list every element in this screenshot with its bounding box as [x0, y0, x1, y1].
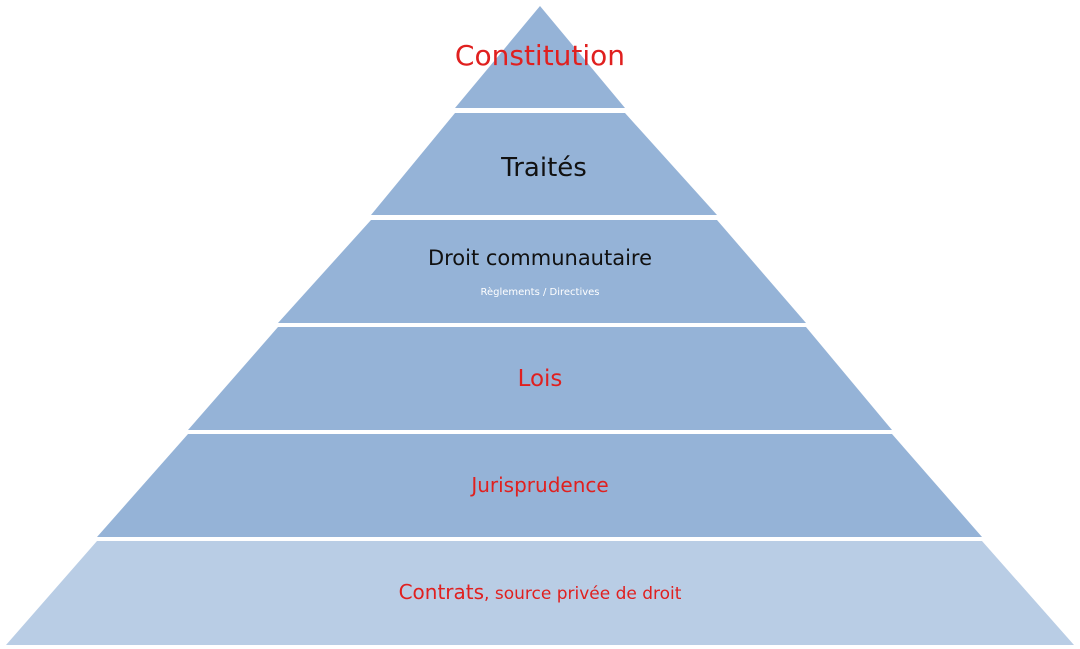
level-shape-constitution	[455, 6, 625, 108]
level-shape-droit-communautaire	[278, 220, 806, 323]
level-shape-traites	[371, 113, 717, 215]
pyramid-level-traites: Traités	[371, 113, 717, 215]
level-label-constitution: Constitution	[455, 39, 625, 72]
level-label-lois: Lois	[518, 366, 563, 392]
pyramid-level-droit-communautaire: Droit communautaire Règlements / Directi…	[278, 220, 806, 323]
level-label-droit-communautaire: Droit communautaire	[428, 246, 652, 270]
pyramid-level-lois: Lois	[188, 327, 892, 430]
level-shape-jurisprudence	[97, 434, 982, 537]
level-sublabel-reglements-directives: Règlements / Directives	[480, 286, 599, 298]
pyramid-level-constitution: Constitution	[455, 6, 625, 108]
level-shape-lois	[188, 327, 892, 430]
level-shape-contrats	[6, 541, 1074, 645]
level-label-contrats: Contrats, source privée de droit	[399, 580, 682, 604]
level-label-jurisprudence: Jurisprudence	[469, 473, 608, 497]
pyramid-level-contrats: Contrats, source privée de droit	[6, 541, 1074, 645]
pyramid-level-jurisprudence: Jurisprudence	[97, 434, 982, 537]
level-label-traites: Traités	[500, 153, 587, 183]
level-label-contrats-suffix: , source privée de droit	[484, 584, 682, 604]
level-label-contrats-main: Contrats	[399, 580, 484, 604]
